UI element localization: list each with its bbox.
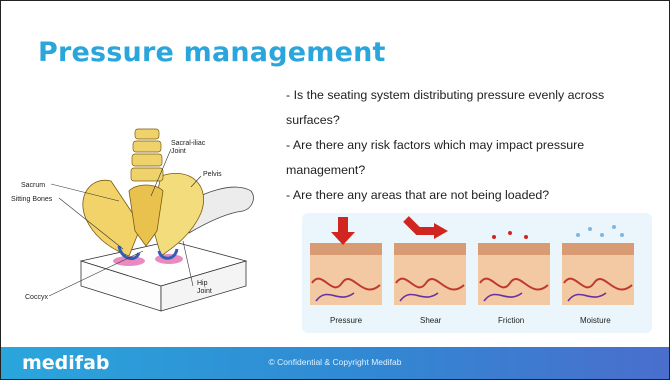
footer-bar: medifab © Confidential & Copyright Medif…: [1, 347, 669, 379]
bullet-item: - Are there any risk factors which may i…: [286, 133, 656, 183]
moisture-panel: Moisture: [562, 225, 634, 325]
label-pelvis: Pelvis: [203, 171, 222, 178]
label-hip-joint: Joint: [197, 288, 212, 295]
pelvis-anatomy-illustration: Sacral-iliac Joint Pelvis Sacrum Sitting…: [11, 121, 261, 321]
slide-title: Pressure management: [38, 37, 386, 68]
caption-pressure: Pressure: [330, 316, 363, 325]
bullet-list: - Is the seating system distributing pre…: [286, 83, 656, 208]
caption-friction: Friction: [498, 316, 524, 325]
caption-moisture: Moisture: [580, 316, 611, 325]
label-sacrum: Sacrum: [21, 182, 45, 189]
skin-damage-illustration: Pressure Shear Friction: [302, 213, 652, 333]
bullet-item: - Are there any areas that are not being…: [286, 183, 656, 208]
label-sitting-bones: Sitting Bones: [11, 196, 53, 203]
shear-panel: Shear: [394, 219, 466, 325]
label-sacroiliac: Sacral-iliac: [171, 140, 206, 147]
label-sacroiliac-joint: Joint: [171, 148, 186, 155]
label-hip: Hip: [197, 280, 208, 287]
pressure-panel: Pressure: [310, 217, 382, 325]
bullet-item: - Is the seating system distributing pre…: [286, 83, 656, 133]
copyright-text: © Confidential & Copyright Medifab: [1, 357, 669, 367]
friction-panel: Friction: [478, 231, 550, 325]
label-coccyx: Coccyx: [25, 294, 48, 301]
caption-shear: Shear: [420, 316, 442, 325]
